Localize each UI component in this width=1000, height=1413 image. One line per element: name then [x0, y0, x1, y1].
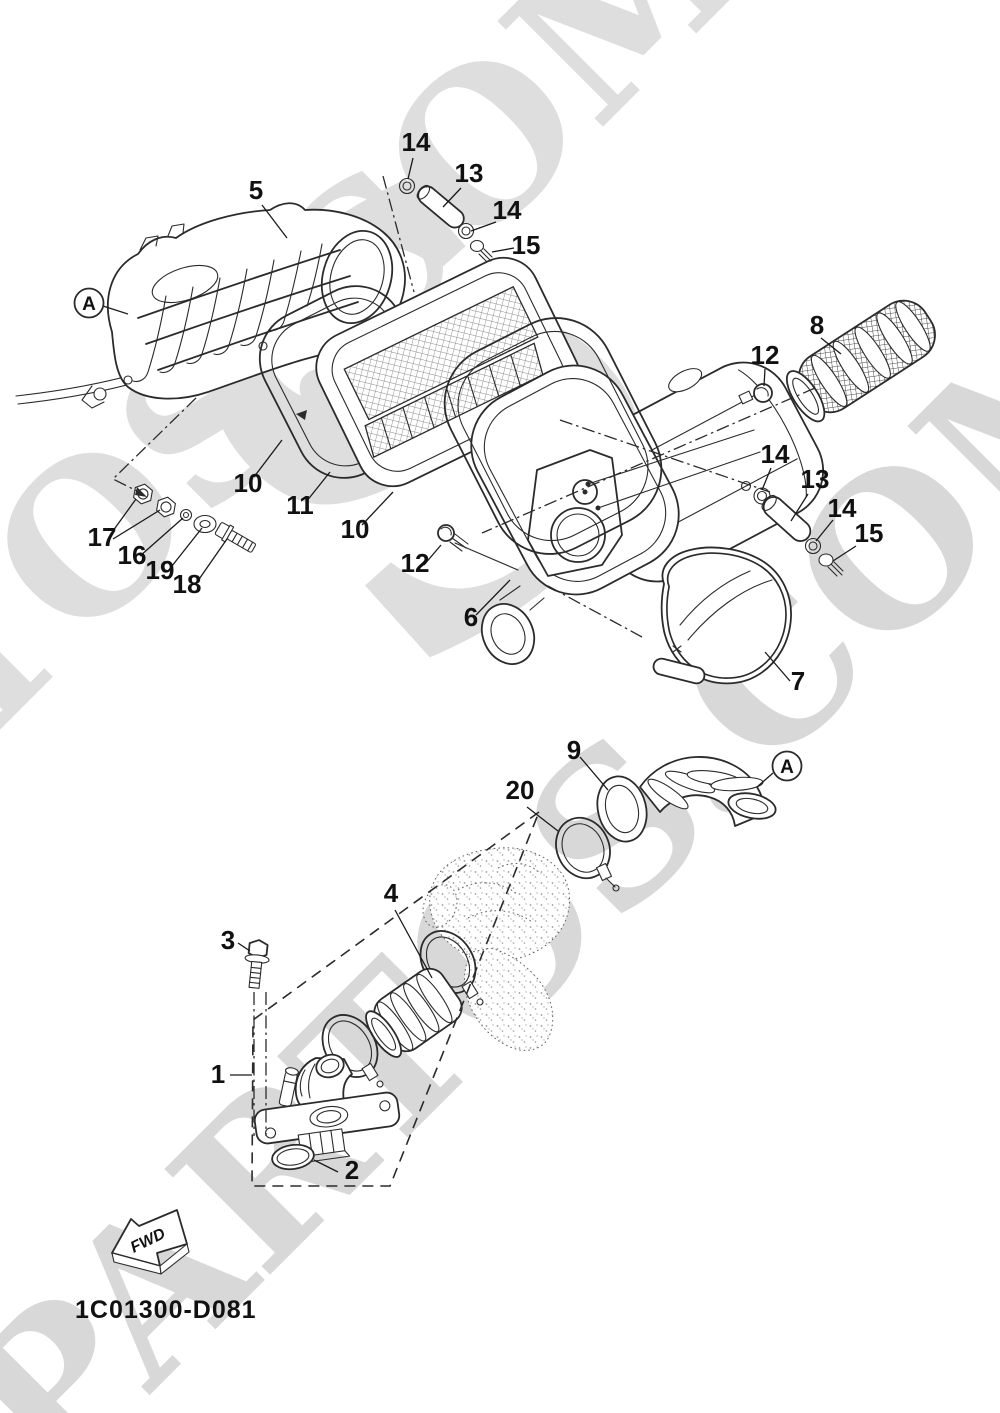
air-cleaner-case [470, 361, 825, 665]
callout-15-right: 15 [855, 518, 884, 548]
callout-13-right: 13 [801, 464, 830, 494]
hose-clip-14-top-a [398, 177, 416, 195]
intake-snorkel [480, 603, 536, 665]
callout-1: 1 [211, 1059, 225, 1089]
kit-enclosure-dashes [251, 809, 541, 1187]
washer-19 [193, 514, 217, 534]
callout-2: 2 [345, 1155, 359, 1185]
center-lines [111, 175, 816, 1136]
breather-hose-group-right [753, 487, 844, 577]
intake-duct [785, 299, 936, 423]
callout-19: 19 [146, 555, 175, 585]
callout-9: 9 [567, 735, 581, 765]
callout-7: 7 [791, 666, 805, 696]
hose-clamp-20 [555, 816, 620, 892]
cover-grille [132, 243, 359, 383]
callout-14-right-b: 14 [828, 493, 857, 523]
callout-15-top: 15 [512, 230, 541, 260]
joint-sleeve-4 [321, 930, 484, 1088]
callout-16: 16 [118, 540, 147, 570]
callout-14-top-b: 14 [493, 195, 522, 225]
callout-5: 5 [249, 175, 263, 205]
callout-17: 17 [88, 522, 117, 552]
flange-bolt-3 [244, 939, 270, 989]
duct-cover [652, 546, 792, 685]
callout-18: 18 [173, 569, 202, 599]
hose-clip-14-top-b [457, 222, 475, 240]
manifold-nipple [278, 1067, 299, 1107]
view-marker-a-right: A [771, 750, 803, 782]
nut-16 [179, 508, 193, 522]
callout-14-right-a: 14 [761, 439, 790, 469]
callout-11: 11 [286, 490, 314, 520]
hose-13-right [762, 496, 812, 542]
callout-10-b: 10 [341, 514, 370, 544]
callout-10-a: 10 [234, 468, 263, 498]
view-a-label-right: A [780, 757, 794, 778]
callout-14-top-a: 14 [402, 127, 431, 157]
breather-hose-group-top [398, 177, 493, 263]
view-a-label-left: A [82, 294, 96, 315]
view-marker-a-left: A [73, 287, 105, 319]
leader-lines [102, 157, 857, 1173]
callout-4: 4 [384, 878, 399, 908]
carburetor-joint-boss [527, 449, 623, 577]
fwd-marker: FWD [111, 1209, 190, 1275]
bolt-18 [214, 522, 256, 553]
hose-clip-14-right-b [804, 537, 822, 555]
fastener-group [133, 483, 256, 553]
callout-12-right: 12 [751, 340, 780, 370]
drawing-code: 1C01300-D081 [75, 1296, 257, 1324]
callout-3: 3 [221, 925, 235, 955]
o-ring-2 [271, 1143, 315, 1171]
callout-13-top: 13 [455, 158, 484, 188]
bolt-12-left [437, 524, 519, 571]
nut-17-b [156, 496, 176, 518]
bolt-12-right [738, 383, 773, 405]
screw-15-right [818, 553, 844, 577]
callout-20: 20 [506, 775, 535, 805]
callout-6: 6 [464, 602, 478, 632]
intake-elbow [596, 756, 777, 843]
crankcase-sketch [422, 847, 570, 1051]
callout-8: 8 [810, 310, 824, 340]
element-seal-rear [443, 317, 663, 555]
callout-12-left: 12 [401, 548, 430, 578]
callout-labels: 5 14 13 14 15 8 12 14 13 14 15 10 11 10 … [88, 127, 884, 1185]
intake-manifold [253, 1053, 401, 1163]
screw-15-top [469, 239, 493, 263]
